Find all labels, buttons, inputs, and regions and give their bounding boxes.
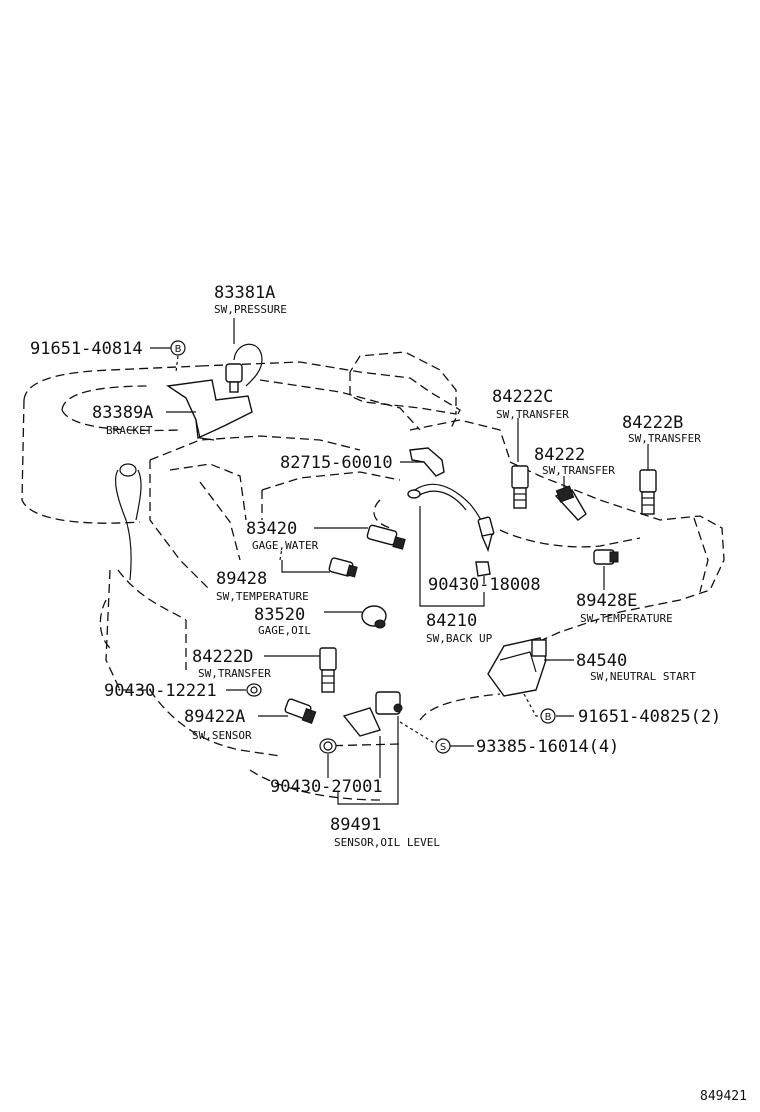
part-desc-84540: SW,NEUTRAL START: [590, 670, 696, 683]
part-desc-83389A: BRACKET: [106, 424, 153, 437]
clamp-icon: [409, 447, 445, 477]
part-number-82715-60010: 82715-60010: [280, 453, 393, 473]
oil-gage-icon: [361, 605, 387, 629]
water-gage-icon: [366, 524, 406, 550]
part-desc-84222D: SW,TRANSFER: [198, 667, 271, 680]
bracket-icon: [166, 379, 253, 441]
part-number-89428E: 89428E: [576, 591, 637, 611]
part-number-91651-40825: 91651-40825(2): [578, 707, 721, 727]
part-number-91651-40814: 91651-40814: [30, 339, 143, 359]
pressure-switch-icon: [225, 343, 263, 393]
part-desc-84222: SW,TRANSFER: [542, 464, 615, 477]
part-number-90430-18008: 90430-18008: [428, 575, 541, 595]
part-desc-89491: SENSOR,OIL LEVEL: [334, 836, 440, 849]
gasket-27001-icon: [319, 738, 337, 754]
transfer-switch-b-icon: [639, 469, 657, 515]
part-number-89428: 89428: [216, 569, 267, 589]
part-number-84222B: 84222B: [622, 413, 683, 433]
part-number-84540: 84540: [576, 651, 627, 671]
part-number-93385-16014: 93385-16014(4): [476, 737, 619, 757]
part-desc-83381A: SW,PRESSURE: [214, 303, 287, 316]
transfer-switch-c-icon: [511, 465, 529, 509]
fan-bracket: [114, 463, 142, 581]
part-desc-84222B: SW,TRANSFER: [628, 432, 701, 445]
part-number-89422A: 89422A: [184, 707, 245, 727]
temperature-switch-e-icon: [593, 549, 619, 565]
gasket-18008-icon: [475, 561, 491, 577]
leader-lines: [150, 318, 649, 805]
bolt-symbol-icon: B: [540, 708, 556, 724]
neutral-start-switch-icon: [487, 637, 547, 697]
part-number-90430-12221: 90430-12221: [104, 681, 217, 701]
part-number-84222D: 84222D: [192, 647, 253, 667]
part-number-84222: 84222: [534, 445, 585, 465]
part-desc-89422A: SW,SENSOR: [192, 729, 252, 742]
engine-outline: [21, 351, 725, 801]
part-number-84210: 84210: [426, 611, 477, 631]
part-desc-89428E: SW,TEMPERATURE: [580, 612, 673, 625]
part-number-83381A: 83381A: [214, 283, 275, 303]
gasket-12221-icon: [246, 683, 262, 697]
part-number-83389A: 83389A: [92, 403, 153, 423]
part-desc-83520: GAGE,OIL: [258, 624, 311, 637]
backup-switch-icon: [407, 483, 495, 553]
part-desc-83420: GAGE,WATER: [252, 539, 319, 552]
part-number-89491: 89491: [330, 815, 381, 835]
part-number-83420: 83420: [246, 519, 297, 539]
transfer-switch-d-icon: [319, 647, 337, 693]
svg-text:S: S: [440, 742, 446, 753]
part-desc-84210: SW,BACK UP: [426, 632, 493, 645]
part-number-84222C: 84222C: [492, 387, 553, 407]
svg-text:B: B: [545, 712, 552, 723]
part-labels: 83381A SW,PRESSURE 91651-40814 83389A BR…: [30, 283, 747, 1104]
temperature-switch-icon: [328, 557, 358, 578]
screw-symbol-icon: S: [435, 738, 451, 754]
part-desc-84222C: SW,TRANSFER: [496, 408, 569, 421]
part-number-90430-27001: 90430-27001: [270, 777, 383, 797]
oil-level-sensor-icon: [342, 691, 403, 737]
sensor-switch-icon: [284, 698, 317, 724]
diagram-reference: 849421: [700, 1089, 747, 1104]
transfer-switch-icon: [554, 485, 587, 521]
svg-text:B: B: [175, 344, 182, 355]
bolt-symbol-icon: B: [170, 340, 186, 356]
part-number-83520: 83520: [254, 605, 305, 625]
part-desc-89428: SW,TEMPERATURE: [216, 590, 309, 603]
